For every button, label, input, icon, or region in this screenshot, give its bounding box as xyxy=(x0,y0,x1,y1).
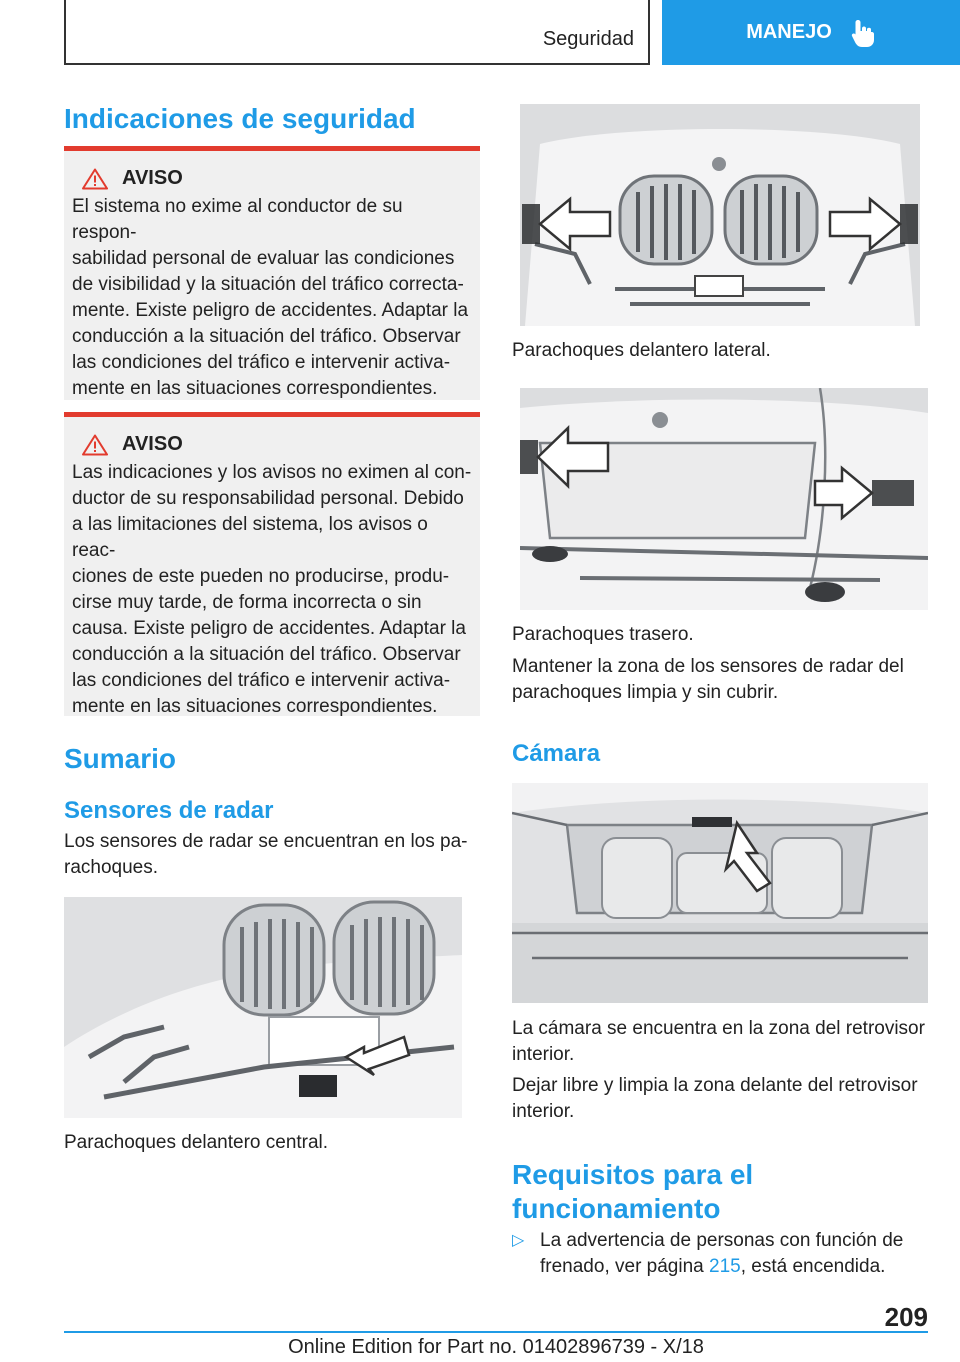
heading-summary: Sumario xyxy=(64,743,177,774)
bullet-text-part: La advertencia de personas con función d… xyxy=(540,1230,904,1277)
header-chapter-tab[interactable]: MANEJO xyxy=(662,0,960,65)
warning-line: causa. Existe peligro de accidentes. Ada… xyxy=(72,618,466,639)
warning-line: ductor de su responsabilidad personal. D… xyxy=(72,488,464,509)
text-line: parachoques limpia y sin cubrir. xyxy=(512,682,779,703)
warning-title: AVISO xyxy=(122,433,183,455)
image-front-bumper-lateral xyxy=(520,104,920,326)
text-line: Dejar libre y limpia la zona delante del… xyxy=(512,1075,918,1096)
heading-line: Requisitos para el xyxy=(512,1159,754,1190)
page-link-215[interactable]: 215 xyxy=(709,1256,741,1277)
heading-radar-sensors: Sensores de radar xyxy=(64,797,274,824)
list-item: ▷ La advertencia de personas con función… xyxy=(512,1228,928,1280)
warning-line: de visibilidad y la situación del tráfic… xyxy=(72,274,464,295)
hand-pointer-icon xyxy=(851,19,874,47)
warning-text: Las indicaciones y los avisos no eximen … xyxy=(72,460,472,720)
caption-front-bumper-lateral: Parachoques delantero lateral. xyxy=(512,340,771,361)
text-line: La cámara se encuentra en la zona del re… xyxy=(512,1018,925,1039)
caption-rear-bumper: Parachoques trasero. xyxy=(512,624,694,645)
heading-safety-notes: Indicaciones de seguridad xyxy=(64,103,416,134)
bullet-text: La advertencia de personas con función d… xyxy=(540,1228,928,1280)
warning-triangle-icon xyxy=(82,168,108,189)
heading-requirements: Requisitos para el funcionamiento xyxy=(512,1158,928,1226)
warning-text: El sistema no exime al conductor de su r… xyxy=(72,194,472,402)
warning-line: a las limitaciones del sistema, los avis… xyxy=(72,514,428,561)
warning-line: El sistema no exime al conductor de su r… xyxy=(72,196,403,243)
caption-front-bumper-center: Parachoques delantero central. xyxy=(64,1132,329,1153)
warning-triangle-icon xyxy=(82,434,108,455)
image-front-bumper-center xyxy=(64,897,462,1118)
warning-line: cirse muy tarde, de forma incorrecta o s… xyxy=(72,592,422,613)
bullet-text-part: , está encendida. xyxy=(740,1256,886,1277)
warning-line: las condiciones del tráfico e intervenir… xyxy=(72,352,451,373)
warning-line: mente en las situaciones correspondiente… xyxy=(72,378,438,399)
header-frame xyxy=(64,0,650,65)
text-line: Mantener la zona de los sensores de rada… xyxy=(512,656,904,677)
image-camera-interior xyxy=(512,783,928,1003)
heading-line: funcionamiento xyxy=(512,1193,721,1224)
warning-title: AVISO xyxy=(122,167,183,189)
text-line: interior. xyxy=(512,1101,575,1122)
header-section-title: Seguridad xyxy=(542,28,634,50)
text-line: interior. xyxy=(512,1044,575,1065)
paragraph-keep-free: Dejar libre y limpia la zona delante del… xyxy=(512,1073,928,1125)
paragraph-camera-location: La cámara se encuentra en la zona del re… xyxy=(512,1016,928,1068)
paragraph-radar-location: Los sensores de radar se encuentran en l… xyxy=(64,829,480,881)
page-number: 209 xyxy=(884,1302,928,1332)
warning-line: conducción a la situación del tráfico. O… xyxy=(72,644,461,665)
warning-line: ciones de este pueden no producirse, pro… xyxy=(72,566,450,587)
text-line: rachoques. xyxy=(64,857,159,878)
heading-camera: Cámara xyxy=(512,740,601,767)
image-rear-bumper xyxy=(520,388,928,610)
warning-line: conducción a la situación del tráfico. O… xyxy=(72,326,461,347)
warning-line: sabilidad personal de evaluar las condic… xyxy=(72,248,455,269)
warning-line: mente en las situaciones correspondiente… xyxy=(72,696,438,717)
paragraph-keep-clean: Mantener la zona de los sensores de rada… xyxy=(512,654,928,706)
header-chapter-label: MANEJO xyxy=(746,21,832,43)
footer-edition: Online Edition for Part no. 01402896739 … xyxy=(288,1336,704,1358)
text-line: Los sensores de radar se encuentran en l… xyxy=(64,831,468,852)
warning-box-2: AVISO Las indicaciones y los avisos no e… xyxy=(64,412,480,717)
warning-line: las condiciones del tráfico e intervenir… xyxy=(72,670,451,691)
bullet-triangle-icon: ▷ xyxy=(512,1232,525,1249)
warning-box-1: AVISO El sistema no exime al conductor d… xyxy=(64,146,480,400)
warning-line: mente. Existe peligro de accidentes. Ada… xyxy=(72,300,469,321)
footer-divider xyxy=(64,1331,928,1333)
warning-line: Las indicaciones y los avisos no eximen … xyxy=(72,462,472,483)
